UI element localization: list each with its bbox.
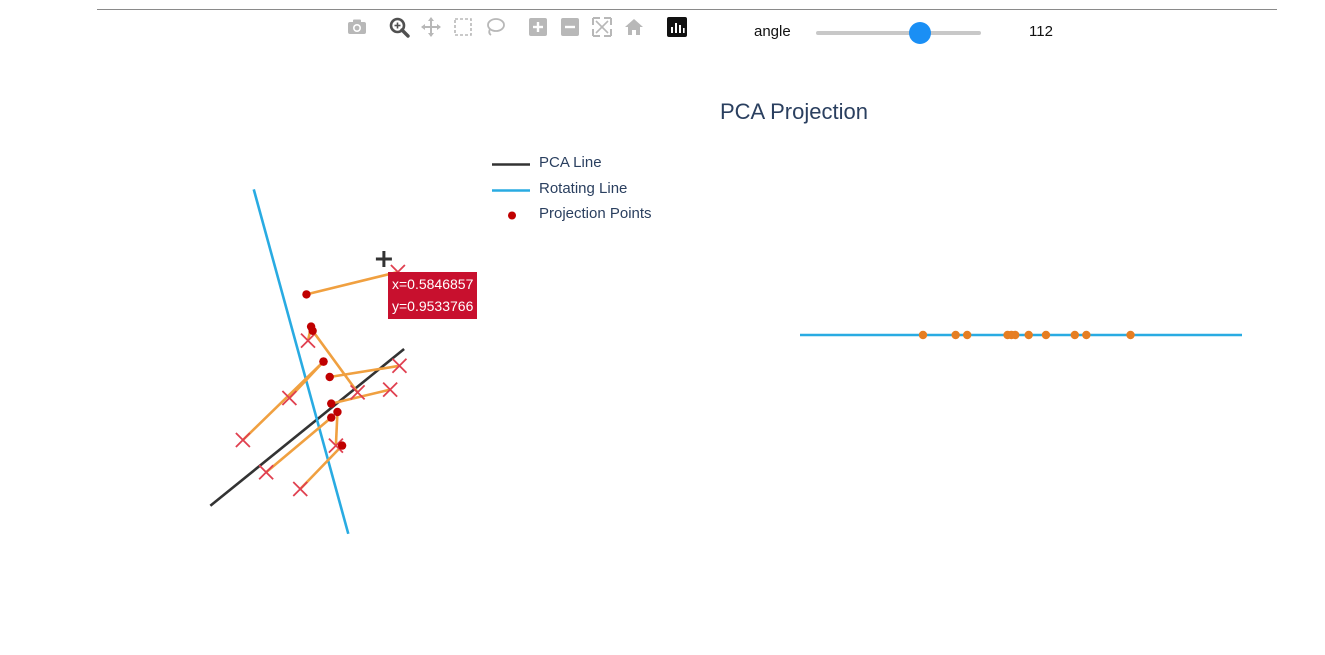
rotating-line: [252, 189, 350, 535]
projection-segment: [311, 330, 359, 394]
autoscale-icon[interactable]: [591, 16, 613, 38]
zoom-out-icon[interactable]: [559, 16, 581, 38]
projection-point: [319, 357, 328, 366]
projection-segment: [265, 416, 333, 474]
projected-value-marker: [1024, 330, 1033, 340]
projection-segment: [306, 270, 399, 296]
data-point-marker: [235, 432, 251, 448]
projection-point: [325, 372, 334, 382]
projection-segment: [334, 411, 339, 446]
projection-point: [337, 441, 347, 450]
projected-value-marker: [1082, 330, 1091, 340]
projection-segment: [241, 360, 325, 441]
legend-line-swatch: [492, 163, 530, 166]
pca-line: [209, 347, 405, 507]
legend-label: Rotating Line: [539, 179, 628, 197]
data-point-marker: [328, 437, 344, 454]
hover-x-value: x=0.5846857: [392, 276, 474, 292]
top-divider: [97, 9, 1277, 10]
projection-segment: [329, 364, 400, 379]
slider-value: 112: [1029, 23, 1053, 40]
projected-value-marker: [1126, 330, 1135, 340]
legend-label: PCA Line: [539, 154, 602, 171]
pan-icon[interactable]: [420, 16, 442, 38]
legend-line-swatch: [492, 188, 530, 192]
projection-point: [302, 290, 311, 299]
data-point-marker: [300, 332, 316, 349]
hover-tooltip: x=0.5846857 y=0.9533766: [388, 272, 478, 319]
chart-title: PCA Projection: [720, 99, 868, 124]
camera-icon[interactable]: [346, 16, 368, 38]
projection-segment: [299, 444, 344, 490]
reset-axes-icon[interactable]: [623, 16, 645, 38]
data-point-marker: [391, 358, 408, 374]
projection-point: [308, 326, 317, 335]
data-point-marker: [382, 381, 398, 398]
projection-point: [333, 407, 342, 417]
data-point-marker: [281, 390, 298, 406]
slider-label: angle: [754, 23, 791, 40]
projected-value-marker: [918, 330, 928, 340]
data-point-marker: [258, 464, 274, 480]
projected-value-marker: [1011, 330, 1020, 340]
projection-point: [327, 413, 336, 422]
data-point-marker: [349, 384, 366, 401]
legend-dot-swatch: [508, 211, 516, 220]
hover-y-value: y=0.9533766: [392, 298, 474, 314]
legend-label: Projection Points: [539, 205, 652, 222]
zoom-in-icon[interactable]: [527, 16, 549, 38]
data-point-marker: [292, 481, 308, 497]
angle-slider-thumb[interactable]: [908, 22, 931, 44]
angle-slider-track[interactable]: [816, 31, 981, 35]
projected-value-marker: [1041, 330, 1051, 340]
zoom-icon[interactable]: [388, 16, 410, 38]
projected-value-marker: [951, 330, 960, 340]
plotly-logo-icon[interactable]: [666, 16, 688, 38]
lasso-select-icon[interactable]: [484, 16, 506, 38]
projected-value-marker: [962, 330, 972, 340]
move-cursor-icon: [375, 251, 392, 267]
box-select-icon[interactable]: [452, 16, 474, 38]
projected-value-marker: [1070, 330, 1080, 340]
projection-point: [327, 399, 336, 408]
